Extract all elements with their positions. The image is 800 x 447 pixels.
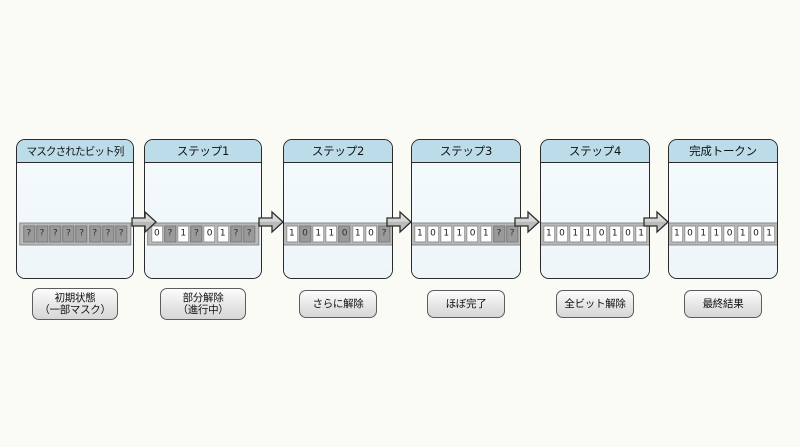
bit-cell-revealed: 0 (556, 225, 569, 243)
bit-strip-masked-bit-sequence: ???????? (19, 222, 131, 246)
stage-header-step-1: ステップ1 (145, 140, 261, 163)
bit-cell-revealed: 1 (325, 225, 338, 243)
bit-cell-revealed: 0 (749, 225, 762, 243)
stage-body-masked-bit-sequence: ???????? (17, 163, 133, 278)
bit-cell-masked: ? (229, 225, 242, 243)
bit-cell-revealed: 0 (684, 225, 697, 243)
bit-cell-masked: ? (164, 225, 177, 243)
bit-cell-revealed: 1 (351, 225, 364, 243)
bit-cell-revealed: 1 (285, 225, 298, 243)
bit-cell-masked: ? (88, 225, 101, 243)
bit-cell-masked: ? (492, 225, 505, 243)
bit-cell-revealed: 0 (427, 225, 440, 243)
caption-line: 最終結果 (702, 297, 744, 310)
caption-line: 初期状態 (54, 291, 96, 304)
flow-arrow-icon (514, 209, 540, 235)
caption-line: さらに解除 (312, 297, 364, 310)
bit-cell-revealed: 1 (569, 225, 582, 243)
flow-arrow-icon (386, 209, 412, 235)
bit-cell-revealed: 1 (453, 225, 466, 243)
bit-cell-revealed: 1 (763, 225, 776, 243)
bit-cell-masked: ? (115, 225, 128, 243)
bit-cell-revealed: 0 (150, 225, 163, 243)
stage-caption-step-4: 全ビット解除 (556, 290, 634, 318)
caption-line: （進行中） (177, 304, 229, 316)
bit-cell-masked: ? (36, 225, 49, 243)
flow-arrow-icon (258, 209, 284, 235)
bit-cell-revealed: 0 (466, 225, 479, 243)
stage-caption-masked-bit-sequence: 初期状態（一部マスク） (32, 288, 118, 320)
bit-cell-revealed: 1 (697, 225, 710, 243)
bit-cell-revealed: 1 (670, 225, 683, 243)
bit-cell-masked: ? (49, 225, 62, 243)
bit-cell-revealed: 1 (312, 225, 325, 243)
stage-header-step-3: ステップ3 (412, 140, 520, 163)
bit-cell-masked: ? (62, 225, 75, 243)
bit-cell-revealed: 1 (710, 225, 723, 243)
bit-cell-masked: ? (506, 225, 519, 243)
bit-cell-masked: ? (190, 225, 203, 243)
stage-caption-step-3: ほぼ完了 (427, 290, 505, 318)
bit-cell-masked: ? (22, 225, 35, 243)
bit-cell-masked: 0 (299, 225, 312, 243)
bit-cell-masked: ? (101, 225, 114, 243)
stage-card-masked-bit-sequence: マスクされたビット列???????? (16, 139, 134, 279)
bit-cell-revealed: 1 (635, 225, 648, 243)
caption-line: 全ビット解除 (564, 297, 626, 310)
bit-cell-revealed: 1 (440, 225, 453, 243)
bit-cell-revealed: 1 (413, 225, 426, 243)
bit-cell-masked: ? (243, 225, 256, 243)
bit-cell-revealed: 1 (479, 225, 492, 243)
stage-header-masked-bit-sequence: マスクされたビット列 (17, 140, 133, 163)
stage-header-step-4: ステップ4 (541, 140, 649, 163)
stage-caption-step-1: 部分解除（進行中） (160, 288, 246, 320)
bit-cell-revealed: 0 (203, 225, 216, 243)
caption-line: 部分解除 (182, 291, 224, 304)
bit-cell-revealed: 1 (582, 225, 595, 243)
bit-cell-masked: ? (378, 225, 391, 243)
stage-caption-step-2: さらに解除 (299, 290, 377, 318)
bit-cell-revealed: 1 (542, 225, 555, 243)
bit-cell-revealed: 1 (216, 225, 229, 243)
stage-caption-completed-token: 最終結果 (684, 290, 762, 318)
bit-cell-revealed: 0 (364, 225, 377, 243)
flow-arrow-icon (131, 209, 157, 235)
flow-arrow-icon (643, 209, 669, 235)
caption-line: （一部マスク） (39, 304, 111, 316)
bit-cell-revealed: 0 (621, 225, 634, 243)
bit-cell-revealed: 0 (723, 225, 736, 243)
bit-cell-masked: 0 (338, 225, 351, 243)
stage-header-completed-token: 完成トークン (669, 140, 777, 163)
caption-line: ほぼ完了 (445, 297, 487, 310)
bit-cell-revealed: 1 (736, 225, 749, 243)
stage-header-step-2: ステップ2 (284, 140, 392, 163)
bit-cell-revealed: 1 (177, 225, 190, 243)
bit-cell-revealed: 1 (608, 225, 621, 243)
bit-cell-masked: ? (75, 225, 88, 243)
bit-cell-revealed: 0 (595, 225, 608, 243)
